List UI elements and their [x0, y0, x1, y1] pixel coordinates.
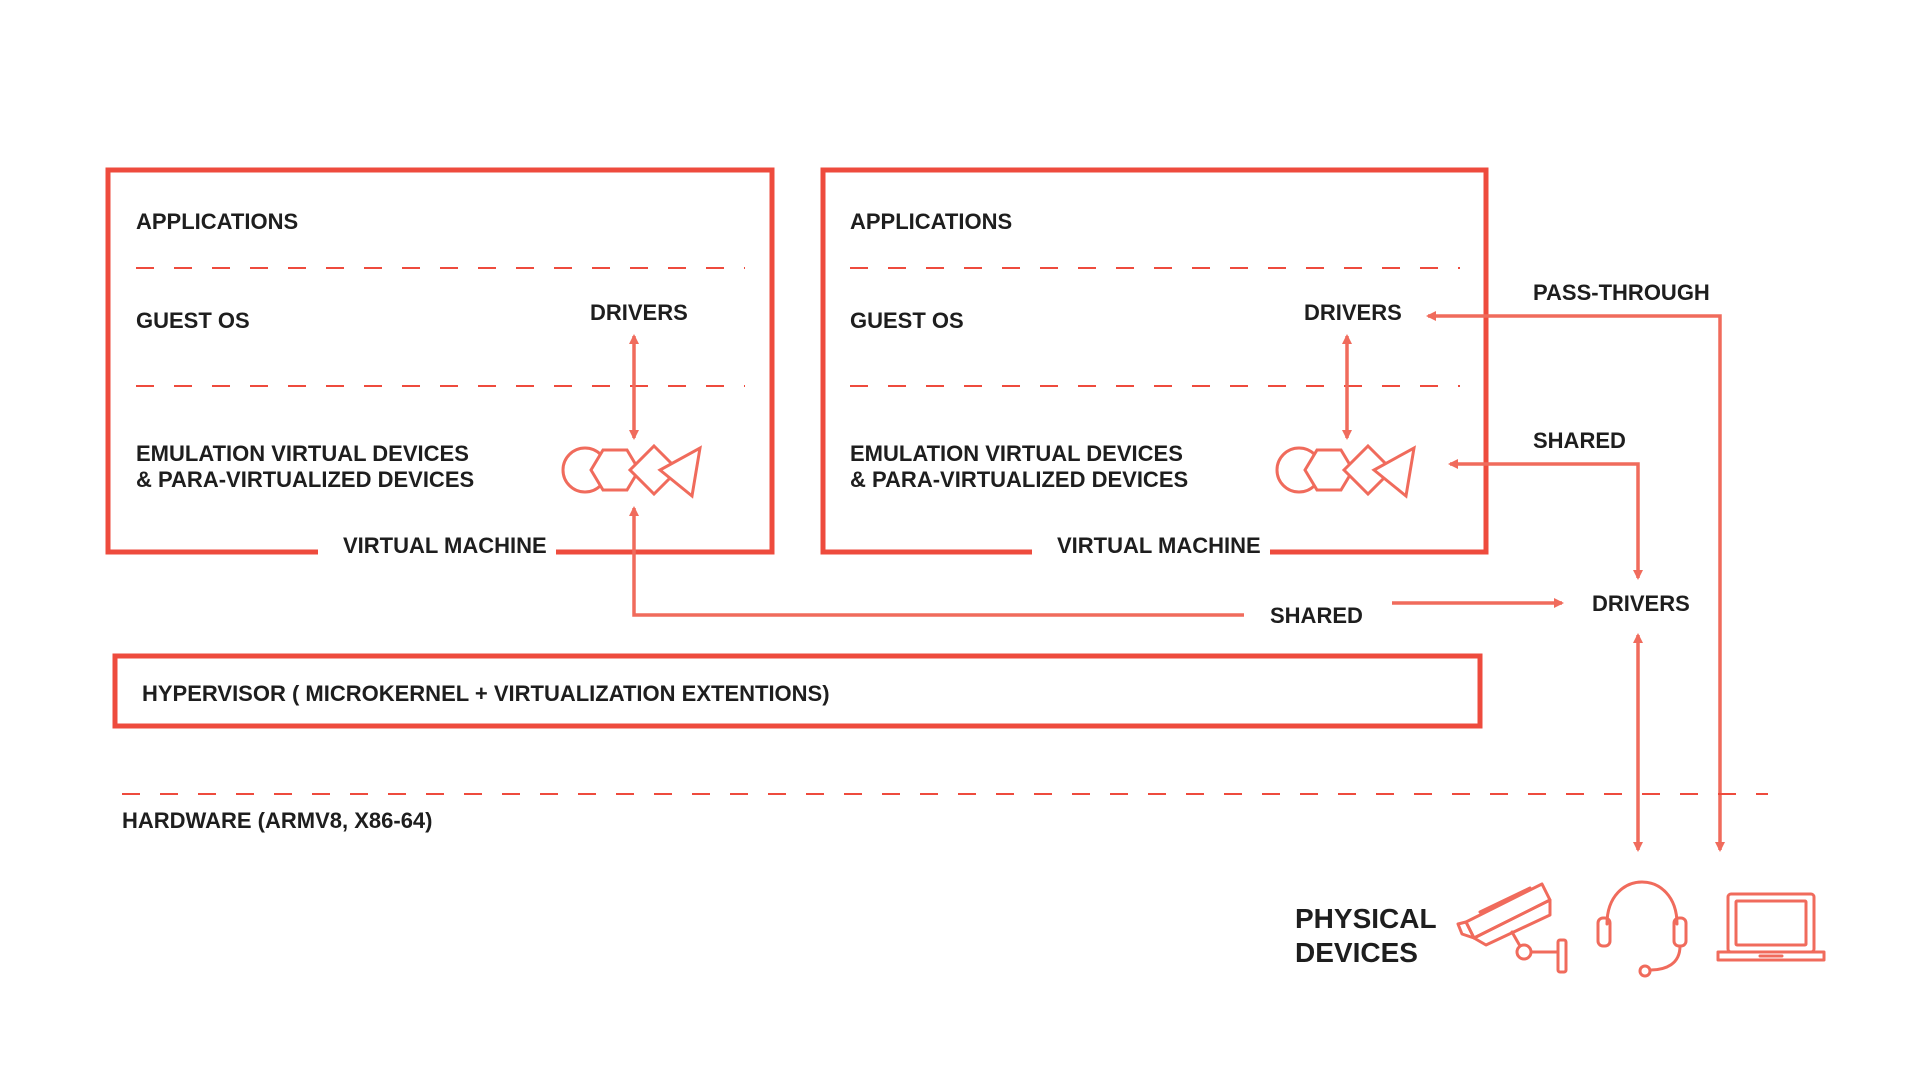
shared-right-label: SHARED	[1533, 428, 1626, 453]
hypervisor-label: HYPERVISOR ( MICROKERNEL + VIRTUALIZATIO…	[142, 681, 830, 706]
hardware: HARDWARE (ARMV8, X86-64)	[122, 793, 1768, 833]
laptop-icon	[1716, 892, 1826, 962]
shared-bottom-arrow-left	[629, 506, 1244, 617]
vm-right-applications-label: APPLICATIONS	[850, 209, 1012, 234]
hypervisor-frame	[112, 653, 1483, 729]
vm-right-emulation-line1: EMULATION VIRTUAL DEVICES	[850, 441, 1183, 466]
hardware-label: HARDWARE (ARMV8, X86-64)	[122, 808, 433, 833]
headset-icon	[1596, 880, 1688, 978]
vm-left-emulation-line1: EMULATION VIRTUAL DEVICES	[136, 441, 469, 466]
vm-left-drivers-label: DRIVERS	[590, 300, 688, 325]
physical-devices-label-line2: DEVICES	[1295, 937, 1418, 968]
virtual-machine-right: APPLICATIONS GUEST OS DRIVERS EMULATION …	[820, 167, 1489, 558]
vm-left-title: VIRTUAL MACHINE	[343, 533, 547, 558]
host-drivers-label: DRIVERS	[1592, 591, 1690, 616]
vm-right-guest-os-label: GUEST OS	[850, 308, 964, 333]
vm-right-title: VIRTUAL MACHINE	[1057, 533, 1261, 558]
hypervisor: HYPERVISOR ( MICROKERNEL + VIRTUALIZATIO…	[112, 653, 1483, 729]
physical-devices-label-line1: PHYSICAL	[1295, 903, 1437, 934]
pass-through-arrow	[1426, 311, 1725, 852]
security-camera-icon	[1456, 882, 1568, 974]
shared-right-arrow	[1448, 459, 1643, 580]
shared-bottom-label: SHARED	[1270, 603, 1363, 628]
virtual-machine-left: APPLICATIONS GUEST OS DRIVERS EMULATION …	[105, 167, 775, 558]
vm-left-device-shapes-icon	[561, 443, 702, 499]
vm-right-emulation-line2: & PARA-VIRTUALIZED DEVICES	[850, 467, 1188, 492]
vm-left-guest-os-label: GUEST OS	[136, 308, 250, 333]
vm-left-applications-label: APPLICATIONS	[136, 209, 298, 234]
vm-right-drivers-label: DRIVERS	[1304, 300, 1402, 325]
connections: PASS-THROUGH SHARED SHARED DRIVERS	[629, 280, 1725, 852]
vm-left-emulation-line2: & PARA-VIRTUALIZED DEVICES	[136, 467, 474, 492]
vm-left-frame	[105, 167, 775, 555]
vm-right-device-shapes-icon	[1275, 443, 1416, 499]
pass-through-label: PASS-THROUGH	[1533, 280, 1710, 305]
physical-devices: PHYSICAL DEVICES	[1295, 880, 1826, 978]
